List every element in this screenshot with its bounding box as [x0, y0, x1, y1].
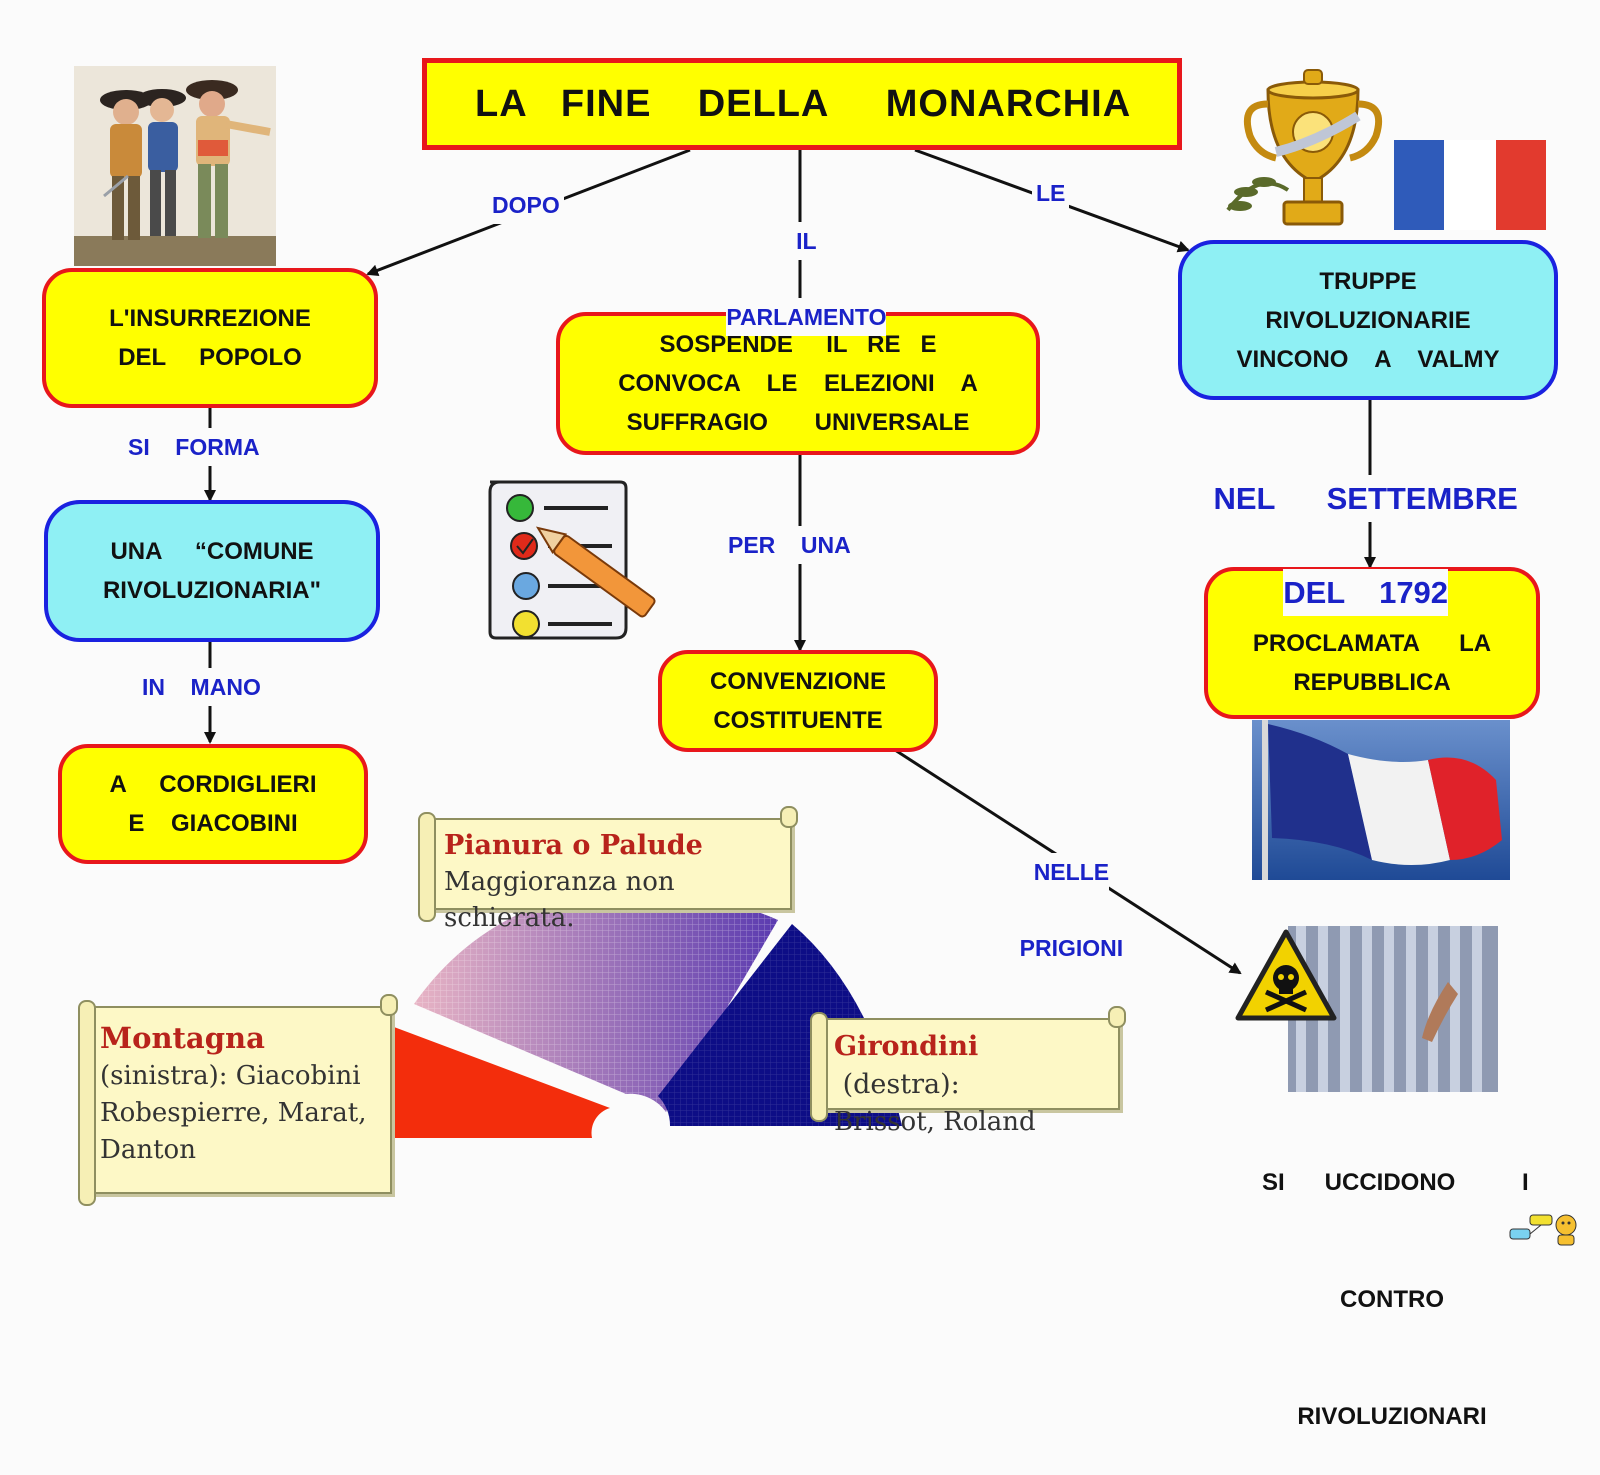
- node-text: E GIACOBINI: [128, 810, 298, 837]
- label-in-mano: IN MANO: [142, 668, 261, 706]
- node-text: L'INSURREZIONE: [109, 305, 311, 332]
- hazard-skull-icon: [1235, 929, 1337, 1021]
- label-il-parlamento: IL PARLAMENTO: [706, 184, 894, 336]
- node-text: DEL POPOLO: [118, 344, 302, 371]
- scroll-text: Danton: [100, 1135, 196, 1165]
- scroll-text: Maggioranza non schierata.: [444, 867, 675, 933]
- node-text: CONVENZIONE: [709, 668, 886, 695]
- node-text: VINCONO A VALMY: [1236, 345, 1500, 373]
- node-text: A CORDIGLIERI: [109, 771, 317, 798]
- label-si-forma: SI FORMA: [128, 428, 260, 466]
- french-flag-icon: [1394, 140, 1546, 230]
- scroll-girondini: Girondini (destra): Brissot, Roland: [810, 1006, 1126, 1137]
- mascot-logo: [1509, 1214, 1577, 1246]
- hemicycle-chart: [386, 900, 902, 1138]
- scroll-text: Robespierre, Marat,: [100, 1098, 367, 1128]
- scroll-montagna: Montagna (sinistra): Giacobini Robespier…: [78, 994, 398, 1206]
- waving-french-flag-picture: [1252, 720, 1510, 880]
- node-text: CONTRO: [1340, 1286, 1444, 1313]
- scroll-title-row: Girondini (destra):: [834, 1028, 1102, 1104]
- node-text: CONVOCA LE ELEZIONI A: [618, 370, 978, 397]
- scroll-pianura: Pianura o Palude Maggioranza non schiera…: [418, 806, 798, 933]
- scroll-title: Pianura o Palude: [444, 830, 703, 861]
- node-text: RIVOLUZIONARIA": [102, 577, 322, 604]
- node-text: COSTITUENTE: [713, 707, 883, 734]
- diagram-title: LA FINE DELLA MONARCHIA: [422, 58, 1182, 150]
- label-le: LE: [1032, 174, 1070, 212]
- node-comune: UNA “COMUNE RIVOLUZIONARIA": [44, 500, 380, 642]
- label-text: PRIGIONI: [1019, 929, 1124, 967]
- scroll-title: Girondini: [834, 1031, 979, 1062]
- node-text: SI UCCIDONO I: [1262, 1169, 1529, 1196]
- node-text: REPUBBLICA: [1293, 668, 1451, 696]
- ballot-checklist-icon: [488, 480, 656, 640]
- trophy-icon: [1226, 69, 1383, 226]
- node-uccidono: SI UCCIDONO I CONTRO RIVOLUZIONARI: [1262, 1085, 1529, 1475]
- node-truppe: TRUPPE RIVOLUZIONARIE VINCONO A VALMY: [1178, 240, 1558, 400]
- label-nel-settembre: NEL SETTEMBRE DEL 1792: [1192, 428, 1522, 616]
- node-text: PROCLAMATA LA: [1252, 629, 1492, 657]
- scroll-title: Montagna: [100, 1021, 265, 1055]
- label-nelle-prigioni: NELLE PRIGIONI: [1000, 815, 1130, 967]
- label-text: PARLAMENTO: [726, 298, 887, 336]
- node-insurrezione: L'INSURREZIONE DEL POPOLO: [42, 268, 378, 408]
- node-convenzione: CONVENZIONE COSTITUENTE: [658, 650, 938, 752]
- label-text: NEL SETTEMBRE: [1213, 475, 1518, 522]
- node-text: TRUPPE: [1319, 267, 1417, 295]
- label-per-una: PER UNA: [728, 526, 851, 564]
- scroll-title-suffix: (destra):: [834, 1069, 960, 1100]
- node-text: RIVOLUZIONARI: [1297, 1403, 1487, 1430]
- scroll-text: Brissot, Roland: [834, 1107, 1036, 1137]
- label-dopo: DOPO: [488, 186, 564, 224]
- revolutionaries-picture: [74, 66, 276, 266]
- node-text: RIVOLUZIONARIE: [1265, 306, 1471, 334]
- node-text: SUFFRAGIO UNIVERSALE: [626, 409, 970, 436]
- scroll-text: (sinistra): Giacobini: [100, 1061, 361, 1091]
- node-text: UNA “COMUNE: [110, 538, 314, 565]
- label-text: DEL 1792: [1283, 569, 1449, 616]
- label-text: NELLE: [1033, 853, 1110, 891]
- hemicycle-montagna: [386, 1024, 610, 1138]
- label-text: IL: [796, 222, 817, 260]
- node-cordiglieri: A CORDIGLIERI E GIACOBINI: [58, 744, 368, 864]
